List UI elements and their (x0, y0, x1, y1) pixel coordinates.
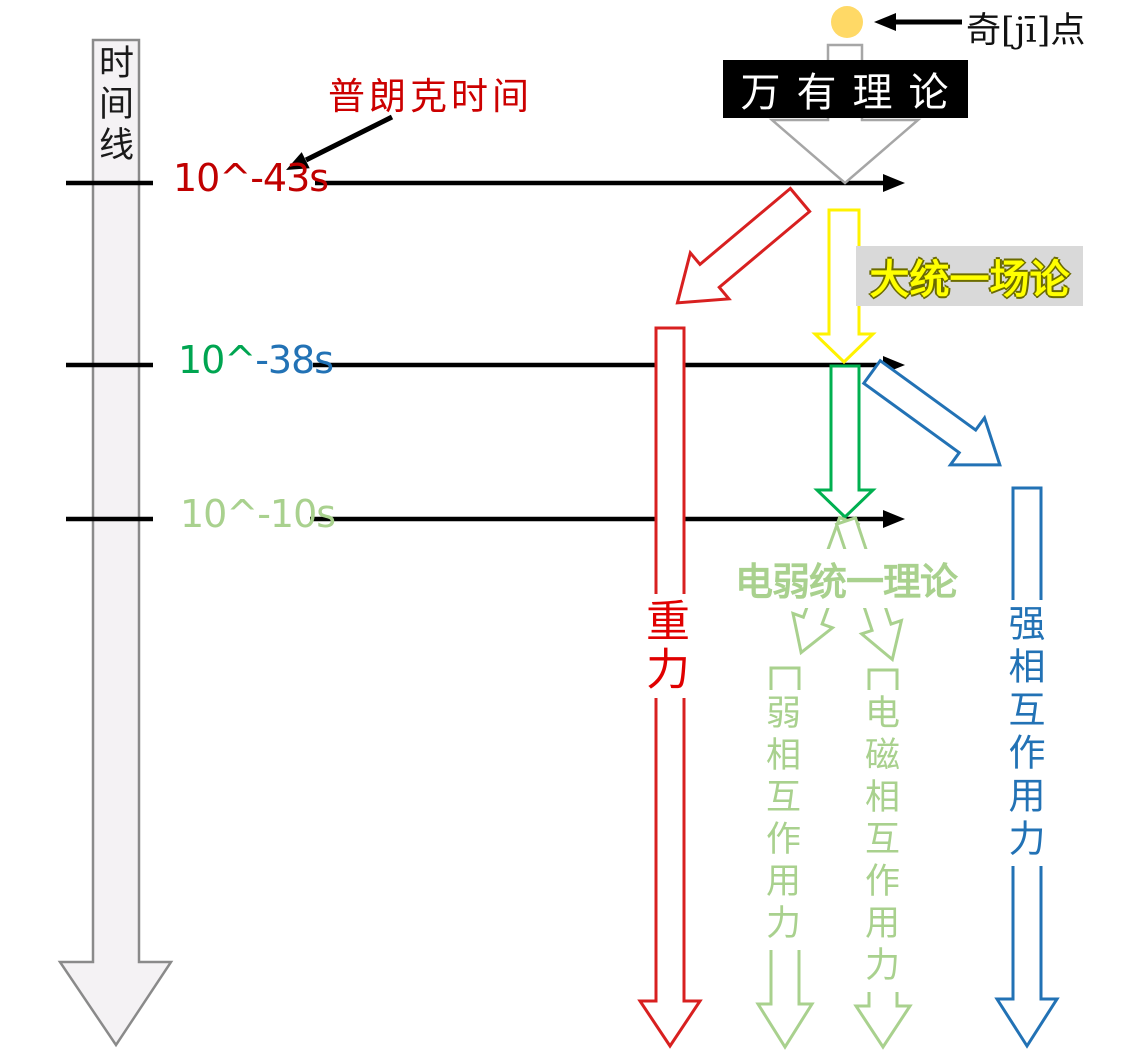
strong-diagonal-arrow (861, 358, 1002, 467)
marker-1e-10-prefix: 10^ (180, 492, 258, 536)
electroweak-green-arrow (813, 364, 877, 520)
marker-1e-38-suffix: -38s (255, 338, 334, 382)
planck-time-label: 普朗克时间 (328, 75, 533, 118)
marker-label-1e-38: 10^-38s (178, 338, 334, 382)
planck-pointer-arrowhead-icon (286, 152, 310, 170)
strong-force-label: 强相互作用力 (1002, 600, 1050, 866)
singularity-dot (831, 6, 863, 38)
electromagnetic-force-label: 电磁相互作用力 (859, 690, 905, 992)
electroweak-theory-label: 电弱统一理论 (731, 549, 962, 608)
theory-of-everything-box: 万有理论 (723, 60, 968, 118)
grand-unified-theory-box: 大统一场论 (856, 246, 1083, 306)
grand-unified-theory-label: 大统一场论 (869, 257, 1070, 303)
weak-force-label: 弱相互作用力 (760, 690, 806, 950)
timeline-bar-arrow (57, 38, 174, 1048)
marker-1e-38-prefix: 10^ (178, 338, 256, 382)
planck-pointer-line (304, 114, 394, 163)
gravity-label: 重力 (638, 594, 695, 698)
theory-of-everything-label: 万有理论 (740, 70, 965, 116)
gravity-diagonal-arrow (675, 186, 812, 305)
marker-1e-43-suffix: -43s (250, 156, 329, 200)
singularity-pointer-arrowhead-icon (874, 13, 896, 31)
timeline-line-1e-10-arrowhead-icon (883, 510, 905, 528)
marker-label-1e-10: 10^-10s (180, 492, 336, 536)
timeline-bar-label: 时间线 (93, 44, 133, 167)
marker-1e-43-prefix: 10^ (173, 156, 251, 200)
singularity-label: 奇[jī]点 (966, 11, 1086, 51)
marker-label-1e-43: 10^-43s (173, 156, 329, 200)
timeline-line-1e-43-arrowhead-icon (883, 174, 905, 192)
marker-1e-10-suffix: -10s (257, 492, 336, 536)
